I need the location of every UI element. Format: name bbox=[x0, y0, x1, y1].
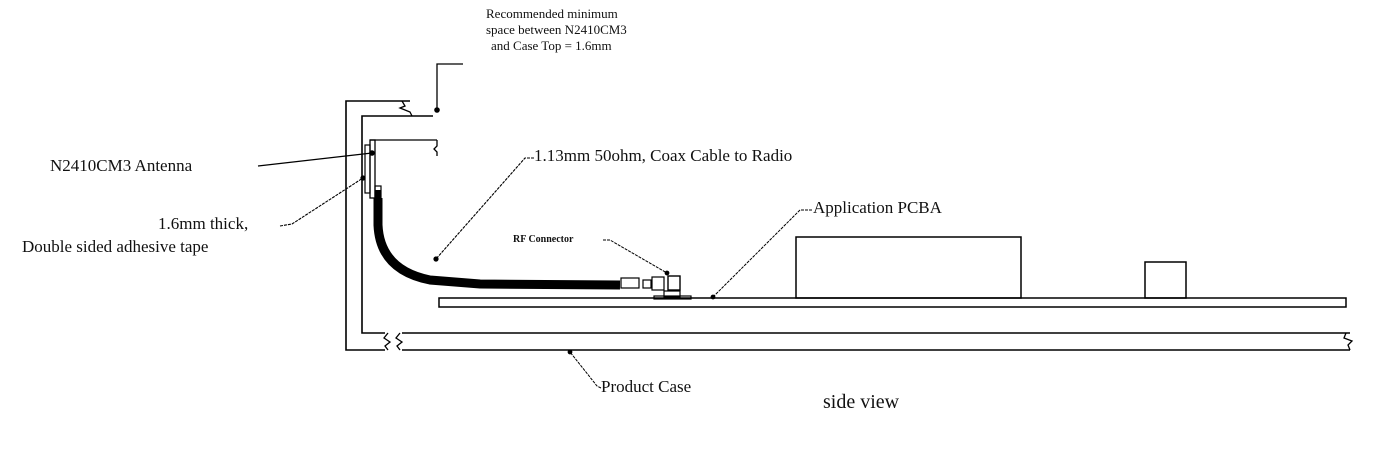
tape-label-line1: 1.6mm thick, bbox=[158, 214, 249, 233]
case-bottom-break-1 bbox=[383, 332, 392, 351]
case-top-break bbox=[398, 100, 413, 117]
rf-plug bbox=[651, 276, 665, 291]
tape-leader bbox=[279, 177, 364, 227]
coax-cable bbox=[373, 198, 621, 290]
tape-arrow bbox=[360, 175, 366, 181]
min-space-label-line1: Recommended minimum bbox=[486, 6, 618, 21]
rf-connector-label: RF Connector bbox=[513, 234, 574, 245]
case-arrow bbox=[567, 349, 573, 355]
pcba-label: Application PCBA bbox=[813, 198, 942, 217]
case-label: Product Case bbox=[601, 377, 692, 396]
rf-plug-head bbox=[667, 275, 681, 291]
min-space-arrow bbox=[434, 107, 440, 113]
side-view-caption: side view bbox=[823, 391, 900, 413]
cable-crimp bbox=[642, 279, 652, 289]
pcba-large-component bbox=[795, 236, 1022, 299]
case-bottom-break-2 bbox=[395, 332, 404, 351]
antenna-body bbox=[370, 139, 438, 156]
min-space-label-line2: space between N2410CM3 bbox=[486, 22, 627, 37]
min-space-label-line3: and Case Top = 1.6mm bbox=[491, 38, 612, 53]
antenna-arrow bbox=[369, 150, 375, 156]
antenna-label: N2410CM3 Antenna bbox=[50, 156, 193, 175]
case-leader bbox=[569, 351, 602, 389]
case-inner-outline bbox=[361, 115, 1350, 334]
rf-receptacle bbox=[663, 290, 681, 298]
coax-leader bbox=[435, 157, 534, 260]
antenna-leader bbox=[257, 152, 373, 167]
min-space-leader bbox=[436, 63, 463, 110]
cable-ferrule bbox=[620, 277, 640, 289]
coax-label: 1.13mm 50ohm, Coax Cable to Radio bbox=[534, 146, 793, 165]
adhesive-tape bbox=[364, 144, 371, 194]
rf-connector-arrow bbox=[664, 270, 670, 276]
antenna-mount bbox=[369, 139, 376, 199]
pcba-arrow bbox=[710, 294, 716, 300]
pcba-leader bbox=[712, 209, 812, 298]
pcba-small-component bbox=[1144, 261, 1187, 299]
rf-connector-leader bbox=[603, 239, 668, 274]
case-right-break bbox=[1343, 332, 1354, 351]
coax-arrow bbox=[433, 256, 439, 262]
case-outer-outline bbox=[345, 100, 1350, 351]
pcba-board bbox=[438, 297, 1347, 308]
tape-label-line2: Double sided adhesive tape bbox=[22, 237, 209, 256]
